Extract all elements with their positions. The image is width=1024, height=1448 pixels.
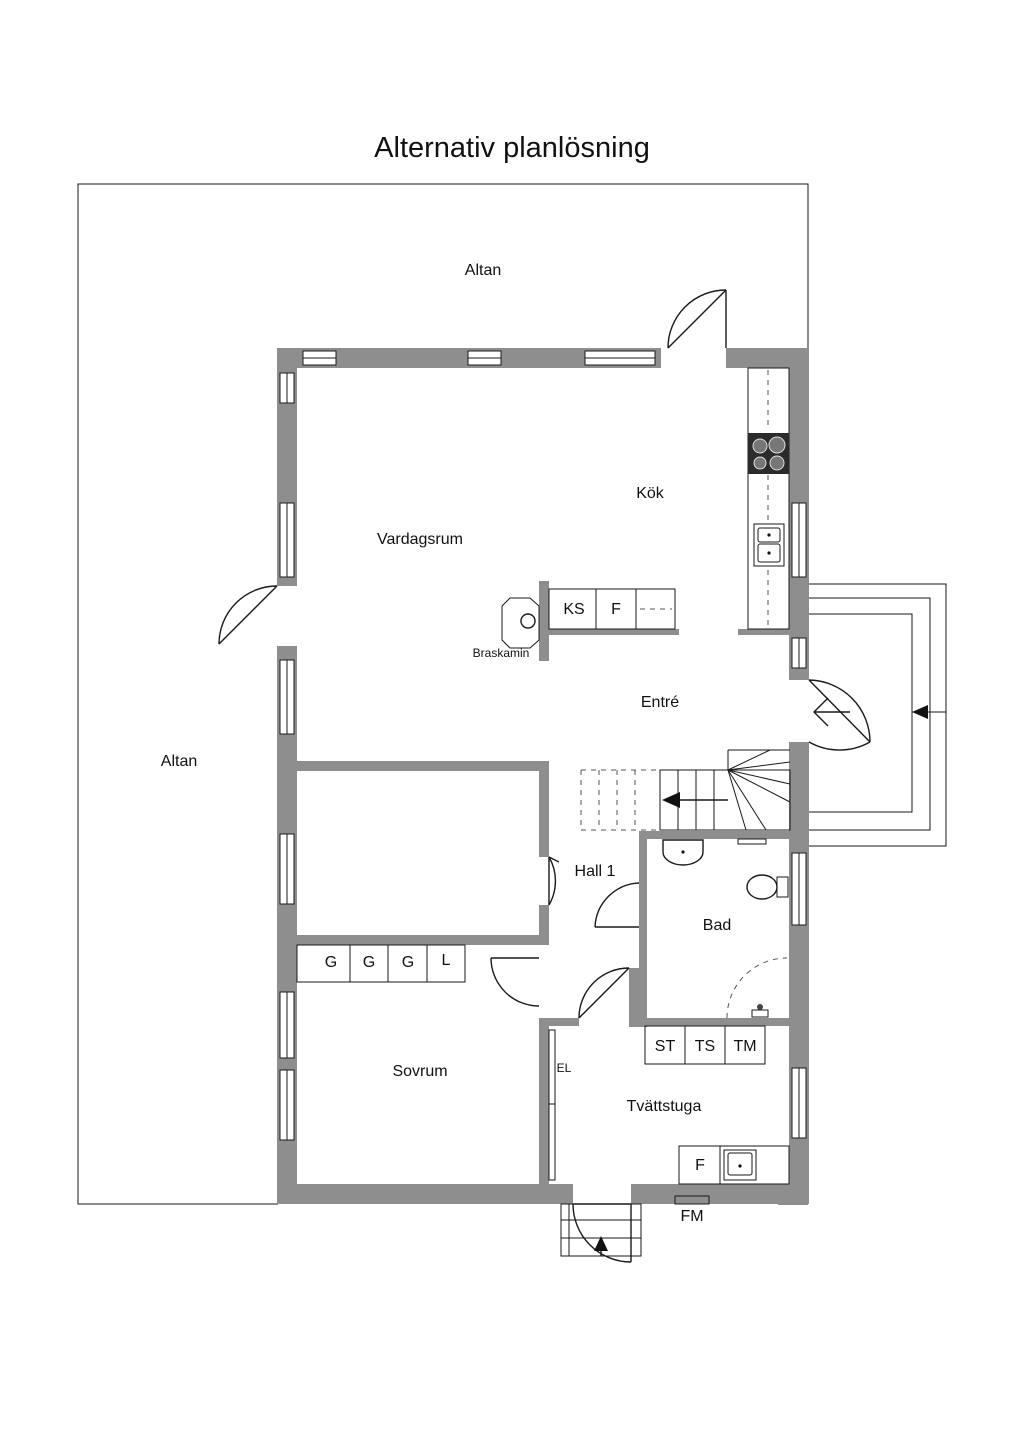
label-sovrum: Sovrum (392, 1063, 447, 1080)
label-tm: TM (733, 1038, 756, 1055)
electrical-cabinet (548, 1029, 556, 1181)
stair-arrow-icon (662, 792, 680, 808)
label-el: EL (557, 1061, 572, 1075)
wardrobe (296, 944, 466, 983)
shower-icon (751, 1004, 769, 1018)
label-st: ST (655, 1038, 676, 1055)
fireplace-icon (501, 597, 540, 649)
fridge-freezer-unit (548, 588, 676, 630)
label-f-kitchen: F (611, 601, 621, 618)
laundry-appliances (644, 1025, 766, 1065)
plan-title: Alternativ planlösning (374, 132, 650, 164)
bath-sink-icon (662, 839, 704, 866)
label-wardrobe-g2: G (363, 954, 375, 971)
label-wardrobe-g3: G (402, 954, 414, 971)
label-f-laundry: F (695, 1157, 705, 1174)
toilet-icon (746, 874, 789, 900)
walls (277, 348, 809, 1204)
label-vardagsrum: Vardagsrum (377, 531, 463, 548)
kitchen-sink-icon (753, 523, 785, 567)
back-steps (560, 1203, 642, 1257)
back-entry-arrow-icon (594, 1236, 608, 1251)
stove-icon (748, 433, 789, 474)
windows (279, 350, 807, 1141)
staircase (580, 749, 791, 831)
label-wardrobe-l: L (442, 952, 451, 969)
label-altan-left: Altan (161, 753, 197, 770)
label-altan-top: Altan (465, 262, 501, 279)
label-kok: Kök (636, 485, 665, 502)
laundry-counter (678, 1145, 790, 1185)
label-ks: KS (563, 601, 584, 618)
kitchen-counter (747, 367, 790, 630)
front-steps (809, 583, 947, 847)
label-entre: Entré (641, 694, 679, 711)
label-bad: Bad (703, 917, 731, 934)
label-hall: Hall 1 (575, 863, 616, 880)
label-ts: TS (695, 1038, 715, 1055)
label-wardrobe-g1: G (325, 954, 337, 971)
label-tvattstuga: Tvättstuga (627, 1098, 702, 1115)
label-fm: FM (680, 1208, 703, 1225)
entry-arrow-icon (912, 705, 928, 719)
label-braskamin: Braskamin (473, 646, 530, 660)
doors (218, 289, 871, 1263)
fm-unit (674, 1195, 710, 1205)
bath-radiator (737, 838, 767, 845)
